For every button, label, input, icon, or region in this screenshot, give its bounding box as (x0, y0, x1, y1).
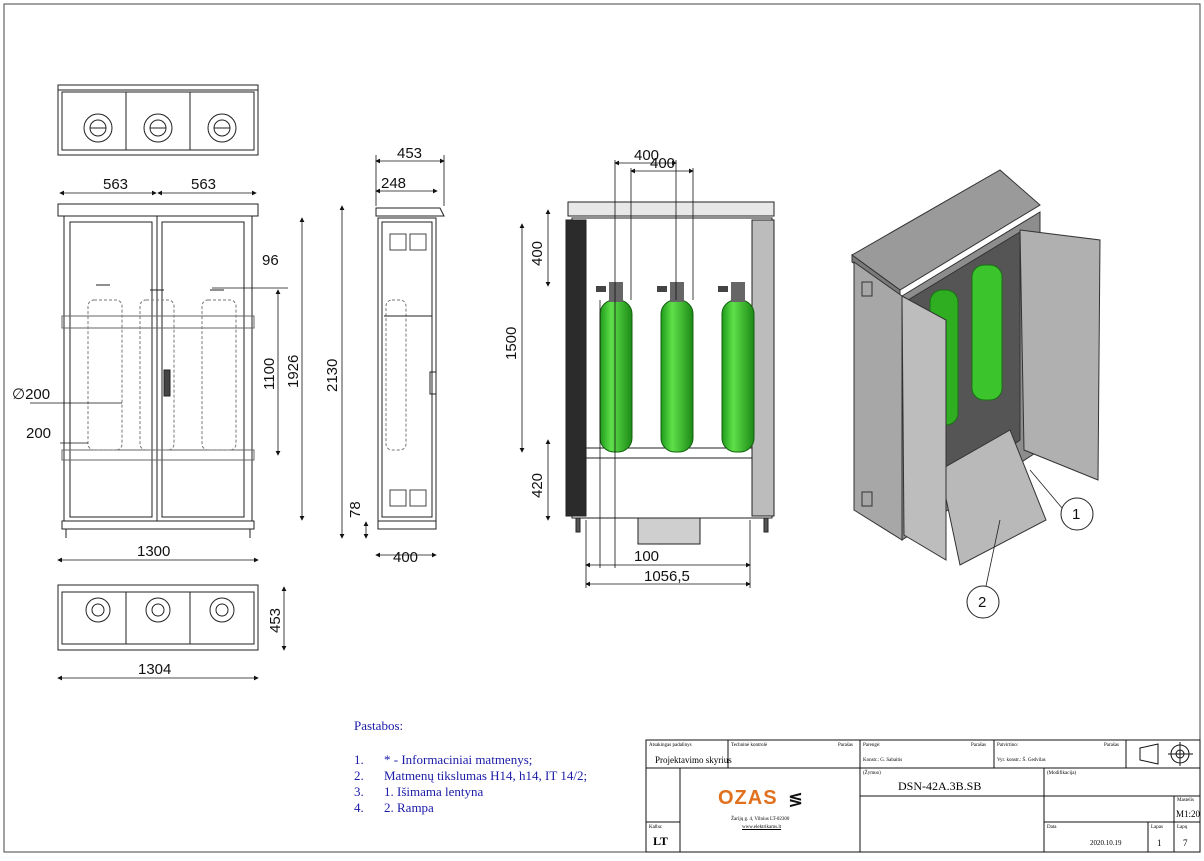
dim-1100: 1100 (261, 358, 278, 390)
note-text: 1. Išimama lentyna (384, 784, 484, 799)
dim-400-a: 400 (634, 147, 659, 164)
label-mastelis: Mastelis (1177, 798, 1194, 803)
company-website: www.elektrikams.lt (742, 825, 782, 830)
front-view (57, 203, 259, 538)
dim-1300: 1300 (137, 543, 170, 560)
callout-1: 1 (1072, 506, 1080, 523)
company-address: Žarijų g. 4, Vilnius LT-02300 (731, 817, 790, 822)
dim-100: 100 (634, 548, 659, 565)
label-modifikacija: (Modifikacija) (1047, 771, 1077, 776)
value-lapas: 1 (1157, 838, 1162, 848)
label-zymuo: (Žymuo) (863, 771, 881, 776)
sheet-border (3, 3, 1201, 853)
note-number: 4. (354, 800, 364, 815)
value-patvirtino: Vyr. konstr.: Š. Gedvilas (997, 758, 1046, 763)
callout-2: 2 (978, 594, 986, 611)
label-parasas-3: Parašas (1104, 743, 1119, 748)
note-text: Matmenų tikslumas H14, h14, IT 14/2; (384, 768, 588, 783)
inner-view (565, 201, 775, 545)
title-block-frame (645, 739, 1201, 853)
callout-1-circle (1060, 497, 1094, 531)
notes-block: Pastabos: 1.* - Informaciniai matmenys; … (354, 718, 587, 816)
front-dimension-lines (30, 190, 305, 563)
note-row: 3. 1. Išimama lentyna (354, 784, 587, 800)
dim-1056-5: 1056,5 (644, 568, 690, 585)
dim-563-left: 563 (103, 176, 128, 193)
company-logo: OZAS (718, 787, 778, 809)
bottom-view (57, 584, 259, 651)
dim-563-right: 563 (191, 176, 216, 193)
dim-1500: 1500 (503, 327, 520, 360)
label-patvirtino: Patvirtino: (997, 743, 1019, 748)
dim-1926: 1926 (285, 355, 302, 388)
value-lapu: 7 (1183, 838, 1188, 848)
cylinder-1 (596, 282, 633, 453)
note-row: 4. 2. Rampa (354, 800, 587, 816)
cylinder-3 (718, 282, 755, 453)
top-view (57, 84, 259, 156)
value-zymuo: DSN-42A.3B.SB (898, 779, 982, 793)
isometric-view (851, 169, 1101, 566)
label-tech: Techninė kontrolė (731, 743, 768, 748)
label-lapu: Lapų (1177, 825, 1188, 830)
value-kalba: LT (653, 834, 668, 848)
dim-420: 420 (529, 473, 546, 498)
note-row: 1. * - Informaciniai matmenys; (354, 752, 587, 768)
label-parasas-1: Parašas (838, 743, 853, 748)
label-lapas: Lapas (1151, 825, 1163, 830)
notes-title: Pastabos: (354, 718, 404, 733)
dim-96: 96 (262, 252, 279, 269)
note-text: 2. Rampa (384, 800, 434, 815)
side-dimension-lines (339, 155, 445, 558)
note-number: 1. (354, 752, 364, 767)
value-data: 2020.10.19 (1090, 839, 1122, 847)
value-mastelis: M1:20 (1176, 809, 1201, 819)
callout-2-circle (966, 585, 1000, 619)
label-parasas-2: Parašas (971, 743, 986, 748)
gas-cylinders (596, 282, 755, 453)
dim-78: 78 (347, 501, 364, 518)
dim-2130: 2130 (324, 359, 341, 392)
label-kalba: Kalba: (649, 825, 663, 830)
cylinder-2 (657, 282, 694, 453)
value-atsakinga: Projektavimo skyrius (655, 755, 732, 765)
callouts: 1 2 (966, 469, 1094, 619)
projection-symbol (1139, 742, 1193, 766)
logo-mark-icon: ≶ (788, 789, 804, 810)
dim-1304: 1304 (138, 661, 171, 678)
dim-400-b: 400 (650, 155, 675, 172)
side-view (375, 207, 445, 530)
dim-453-bottom: 453 (267, 608, 284, 633)
label-atsakinga: Atsakingas padalinys (649, 743, 692, 748)
note-number: 3. (354, 784, 364, 799)
dim-400-side: 400 (393, 549, 418, 566)
dim-453: 453 (397, 145, 422, 162)
value-parenge: Konstr.: G. Sabaitis (863, 758, 903, 763)
dim-400-c: 400 (529, 241, 546, 266)
dim-diameter-200: ∅200 (12, 386, 50, 403)
note-number: 2. (354, 768, 364, 783)
dim-248: 248 (381, 175, 406, 192)
bottom-dimension-lines (57, 586, 287, 681)
label-data: Data (1047, 825, 1057, 830)
note-text: * - Informaciniai matmenys; (384, 752, 533, 767)
dim-200: 200 (26, 425, 51, 442)
inner-dimension-lines (519, 160, 751, 588)
label-parenge: Parengė: (863, 743, 881, 748)
note-row: 2. Matmenų tikslumas H14, h14, IT 14/2; (354, 768, 587, 784)
